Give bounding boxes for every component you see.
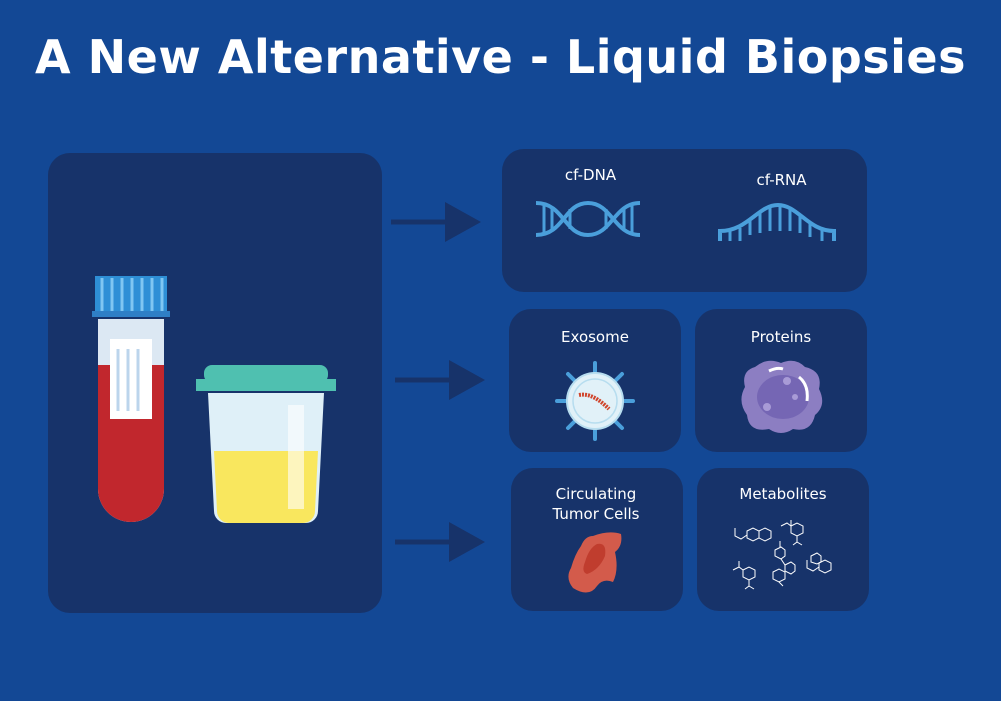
exosome-icon — [555, 361, 635, 441]
sample-panel — [48, 153, 382, 613]
page-title: A New Alternative - Liquid Biopsies — [35, 30, 966, 84]
ctc-label: Circulating Tumor Cells — [552, 485, 640, 523]
protein-icon — [741, 360, 823, 433]
blood-tube-icon — [92, 276, 170, 522]
proteins-label: Proteins — [750, 328, 812, 346]
metabolites-panel: Metabolites — [697, 468, 869, 611]
rna-icon — [718, 202, 836, 241]
arrow-icon — [395, 360, 485, 400]
dna-icon — [535, 200, 641, 238]
metabolites-label: Metabolites — [739, 485, 827, 503]
tumor-cell-icon — [568, 532, 622, 593]
arrow-icon — [391, 202, 481, 242]
cf-dna-label: cf-DNA — [564, 166, 617, 184]
arrow-icon — [395, 522, 485, 562]
nucleic-acid-panel: cf-DNA cf-RNA — [502, 149, 867, 292]
ctc-panel: Circulating Tumor Cells — [511, 468, 683, 611]
molecule-icon — [732, 520, 832, 590]
cf-rna-label: cf-RNA — [756, 171, 807, 189]
exosome-panel: Exosome — [509, 309, 681, 452]
exosome-label: Exosome — [561, 328, 629, 346]
urine-cup-icon — [196, 365, 336, 523]
proteins-panel: Proteins — [695, 309, 867, 452]
